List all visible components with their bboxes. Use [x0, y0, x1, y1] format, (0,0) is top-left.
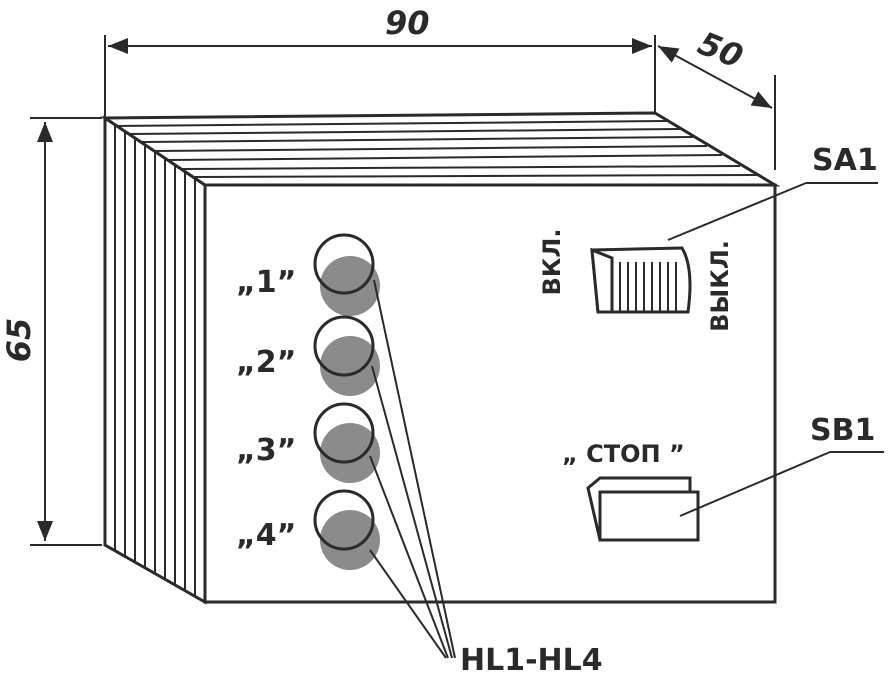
box-left-side	[103, 115, 207, 605]
stop-button	[586, 476, 700, 542]
button-designator: SB1	[810, 413, 875, 448]
lamp-4-label: „4”	[236, 518, 296, 553]
switch-on-label: ВКЛ.	[538, 229, 566, 296]
power-switch	[590, 246, 692, 314]
dimension-height	[30, 117, 102, 546]
lamp-1-label: „1”	[236, 265, 296, 300]
lamp-2	[313, 315, 380, 396]
lamp-3	[313, 402, 380, 483]
button-leader-line	[679, 451, 831, 517]
lamp-1	[313, 233, 380, 316]
depth-label: 50	[693, 24, 749, 76]
lamp-4	[313, 489, 380, 570]
switch-leader-line	[667, 182, 807, 241]
box-top	[100, 111, 781, 187]
switch-designator: SA1	[812, 143, 878, 178]
stop-button-label: „ СТОП ”	[562, 440, 685, 468]
height-label: 65	[0, 318, 38, 363]
switch-off-label: ВЫКЛ.	[706, 240, 734, 332]
dimension-depth	[657, 45, 776, 170]
lamp-2-label: „2”	[236, 345, 296, 380]
dimension-width	[104, 35, 656, 118]
lamps-designator: HL1-HL4	[460, 643, 603, 678]
lamp-leader-lines	[369, 279, 456, 659]
width-label: 90	[385, 4, 430, 42]
lamp-3-label: „3”	[236, 433, 296, 468]
